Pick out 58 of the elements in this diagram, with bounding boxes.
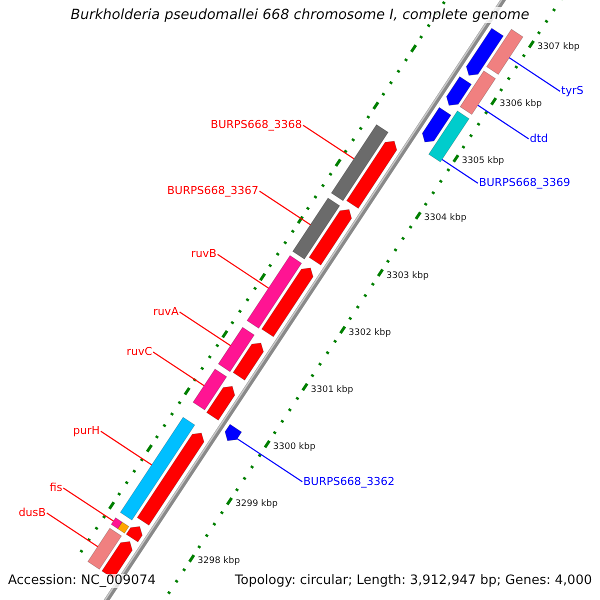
scale-label: 3301 kbp [310, 386, 354, 396]
gene-label: dtd [530, 132, 548, 145]
scale-label: 3298 kbp [198, 557, 240, 568]
scale-label: 3303 kbp [386, 272, 429, 282]
gene-bar [224, 424, 242, 442]
scale-label: 3304 kbp [424, 214, 466, 224]
gene-label: BURPS668_3367 [167, 185, 258, 198]
leader-line [62, 488, 114, 522]
genome-stats-text: Topology: circular; Length: 3,912,947 bp; Genes: 4,000 [234, 574, 592, 588]
gene-label: BURPS668_3369 [478, 177, 570, 190]
gene-bar [261, 268, 314, 338]
leader-line [46, 512, 98, 548]
gene-label: purH [73, 425, 100, 438]
gene-label: fis [50, 482, 62, 494]
leader-line [236, 438, 303, 482]
accession-text: Accession: NC_009074 [8, 574, 156, 588]
gene-label: dusB [18, 506, 46, 520]
gene-bar [120, 416, 196, 521]
gene-label: ruvA [153, 306, 179, 318]
scale-label: 3306 kbp [499, 100, 542, 110]
leader-line [152, 352, 204, 386]
leader-line [302, 124, 354, 160]
gene-bar [218, 326, 255, 372]
gene-label: BURPS668_3362 [303, 476, 395, 488]
scale-label: 3307 kbp [537, 43, 580, 54]
leader-line [217, 254, 269, 289]
gene-bar [126, 526, 143, 542]
gene-label: BURPS668_3368 [210, 119, 302, 132]
gene-bar [110, 517, 123, 530]
gene-bar [192, 368, 228, 410]
gene-bar [232, 342, 264, 381]
gene-bar [446, 76, 472, 106]
scale-label: 3305 kbp [462, 157, 504, 168]
gene-label: ruvB [191, 248, 217, 260]
gene-bar [422, 106, 452, 142]
gene-bar [206, 386, 236, 421]
leader-line [508, 57, 560, 92]
leader-line [100, 430, 152, 466]
gene-bar [87, 528, 122, 570]
gene-bar [308, 209, 352, 266]
gene-bar [486, 28, 524, 75]
leader-line [442, 159, 478, 184]
leader-line [478, 104, 530, 140]
scale-label: 3299 kbp [235, 500, 278, 510]
gene-label: tyrS [561, 85, 584, 98]
gene-bar [460, 70, 496, 115]
leader-line [179, 312, 231, 346]
gene-bar [330, 124, 389, 202]
scale-label: 3300 kbp [273, 443, 316, 453]
gene-bar [246, 255, 302, 329]
gene-bar [292, 198, 340, 260]
scale-label: 3302 kbp [348, 328, 391, 339]
chart-title: Burkholderia pseudomallei 668 chromosome I, complete genome [70, 8, 530, 24]
gene-label: ruvC [126, 346, 152, 358]
gene-bar [346, 140, 398, 209]
leader-line [259, 190, 311, 226]
gene-bar [466, 28, 504, 76]
gene-bar [136, 432, 204, 526]
